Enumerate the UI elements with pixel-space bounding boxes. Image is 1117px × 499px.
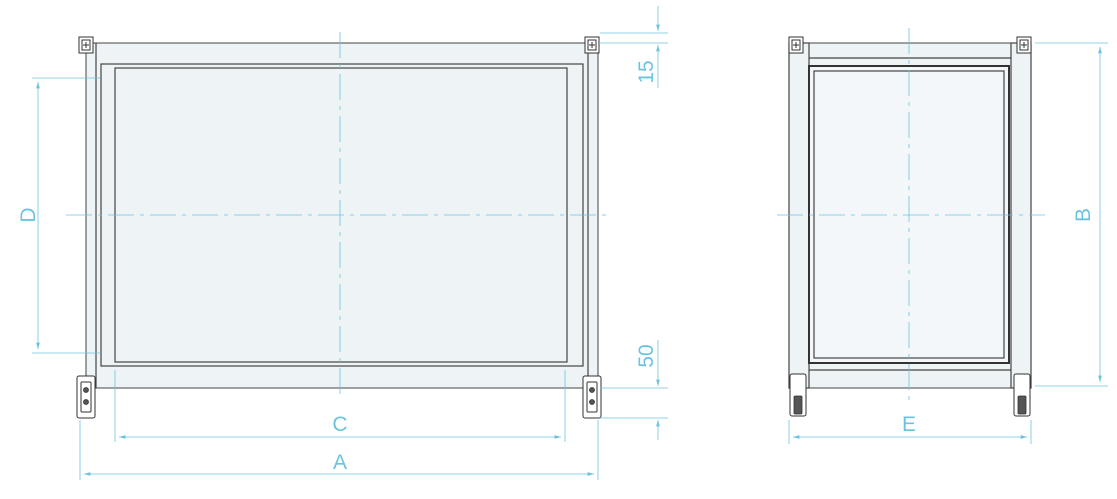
- dimension-e-label: E: [902, 413, 916, 436]
- dimension-offset-bottom-label: 50: [635, 344, 658, 367]
- dimension-c-label: C: [332, 413, 347, 436]
- side-bracket-top-right: [1016, 36, 1032, 54]
- dimension-offset-top-label: 15: [635, 60, 658, 83]
- dimension-offset-bottom: 50: [600, 340, 668, 440]
- front-bracket-top-right: [584, 36, 600, 54]
- side-caster-left: [789, 373, 807, 417]
- dimension-c: C: [114, 370, 566, 442]
- dimension-a-label: A: [333, 451, 347, 474]
- dimension-offset-top: 15: [600, 6, 668, 88]
- dimension-e: E: [788, 413, 1032, 444]
- front-caster-left: [76, 375, 96, 419]
- dimension-b: B: [1035, 42, 1108, 387]
- front-caster-right: [582, 375, 602, 419]
- side-view: [777, 28, 1045, 417]
- dimension-d-label: D: [17, 207, 40, 222]
- front-outer-frame: [85, 42, 599, 389]
- side-bracket-top-left: [788, 36, 804, 54]
- dimension-b-label: B: [1072, 208, 1095, 222]
- dimension-d: D: [17, 77, 100, 354]
- dimension-a: A: [79, 420, 599, 480]
- front-bracket-top-left: [78, 36, 94, 54]
- side-caster-right: [1013, 373, 1031, 417]
- front-view: [66, 32, 612, 419]
